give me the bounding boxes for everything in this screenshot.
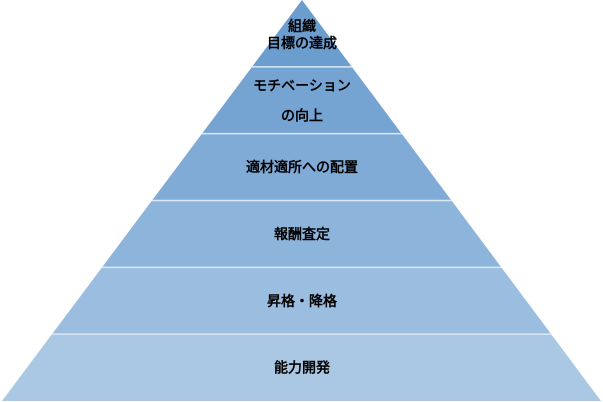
pyramid-layer: 適材適所への配置 (152, 132, 452, 201)
pyramid-layer-shape (52, 267, 552, 335)
pyramid-layer-shape (252, 0, 352, 67)
pyramid-layer-shape (102, 200, 502, 268)
layer-label: 能力開発 (274, 360, 331, 377)
layer-label: 昇格・降格 (267, 293, 338, 310)
layer-label: 適材適所への配置 (246, 159, 358, 176)
pyramid-layer-shape (152, 133, 452, 201)
layer-label: の向上 (281, 107, 323, 124)
pyramid-layer: 昇格・降格 (52, 266, 552, 335)
pyramid-layer-shape (202, 66, 402, 134)
pyramid-layer: 報酬査定 (102, 199, 502, 268)
layer-label: 目標の達成 (267, 35, 337, 52)
layer-label: 組織 (288, 18, 316, 35)
pyramid-layer: 能力開発 (2, 333, 601, 401)
layer-label: 報酬査定 (274, 226, 330, 243)
pyramid-layer-shape (2, 334, 601, 401)
layer-label: モチベーション (253, 78, 351, 94)
